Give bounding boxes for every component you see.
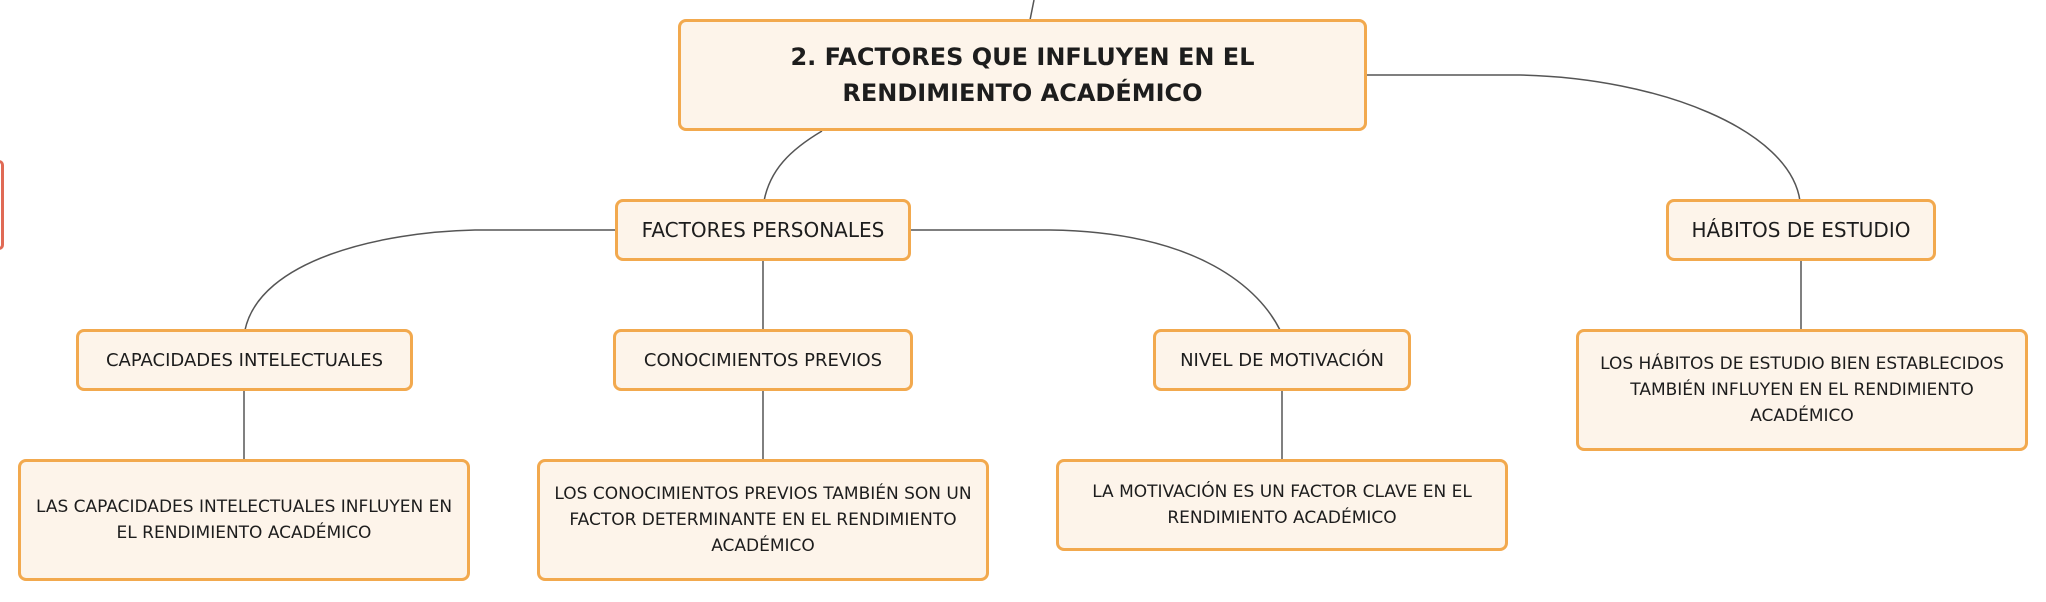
node-habitos-de-estudio[interactable]: HÁBITOS DE ESTUDIO: [1666, 199, 1936, 261]
offscreen-node-edge[interactable]: [0, 160, 4, 250]
node-habitos-de-estudio-label: HÁBITOS DE ESTUDIO: [1691, 218, 1911, 242]
node-conocimientos-descripcion-label: LOS CONOCIMIENTOS PREVIOS TAMBIÉN SON UN…: [554, 484, 972, 556]
node-motivacion-descripcion[interactable]: LA MOTIVACIÓN ES UN FACTOR CLAVE EN EL R…: [1056, 459, 1508, 551]
root-node[interactable]: 2. FACTORES QUE INFLUYEN EN EL RENDIMIEN…: [678, 19, 1367, 131]
node-conocimientos-descripcion[interactable]: LOS CONOCIMIENTOS PREVIOS TAMBIÉN SON UN…: [537, 459, 989, 581]
node-capacidades-descripcion-label: LAS CAPACIDADES INTELECTUALES INFLUYEN E…: [35, 497, 453, 543]
connector-root-personal: [763, 130, 823, 202]
connector-personal-intellect: [244, 229, 617, 331]
connector-root-parent: [1029, 0, 1035, 21]
node-capacidades-intelectuales-label: CAPACIDADES INTELECTUALES: [105, 349, 384, 371]
node-capacidades-intelectuales[interactable]: CAPACIDADES INTELECTUALES: [76, 329, 413, 391]
node-nivel-de-motivacion-label: NIVEL DE MOTIVACIÓN: [1180, 349, 1384, 371]
root-node-label: 2. FACTORES QUE INFLUYEN EN EL RENDIMIEN…: [790, 43, 1255, 107]
connector-personal-motivation: [909, 229, 1281, 331]
node-nivel-de-motivacion[interactable]: NIVEL DE MOTIVACIÓN: [1153, 329, 1411, 391]
node-factores-personales-label: FACTORES PERSONALES: [641, 218, 885, 242]
node-conocimientos-previos[interactable]: CONOCIMIENTOS PREVIOS: [613, 329, 913, 391]
node-habitos-descripcion-label: LOS HÁBITOS DE ESTUDIO BIEN ESTABLECIDOS…: [1600, 354, 2004, 426]
node-capacidades-descripcion[interactable]: LAS CAPACIDADES INTELECTUALES INFLUYEN E…: [18, 459, 470, 581]
node-motivacion-descripcion-label: LA MOTIVACIÓN ES UN FACTOR CLAVE EN EL R…: [1092, 482, 1472, 528]
node-factores-personales[interactable]: FACTORES PERSONALES: [615, 199, 911, 261]
node-habitos-descripcion[interactable]: LOS HÁBITOS DE ESTUDIO BIEN ESTABLECIDOS…: [1576, 329, 2028, 451]
connector-root-habits: [1366, 74, 1801, 202]
node-conocimientos-previos-label: CONOCIMIENTOS PREVIOS: [643, 349, 883, 371]
